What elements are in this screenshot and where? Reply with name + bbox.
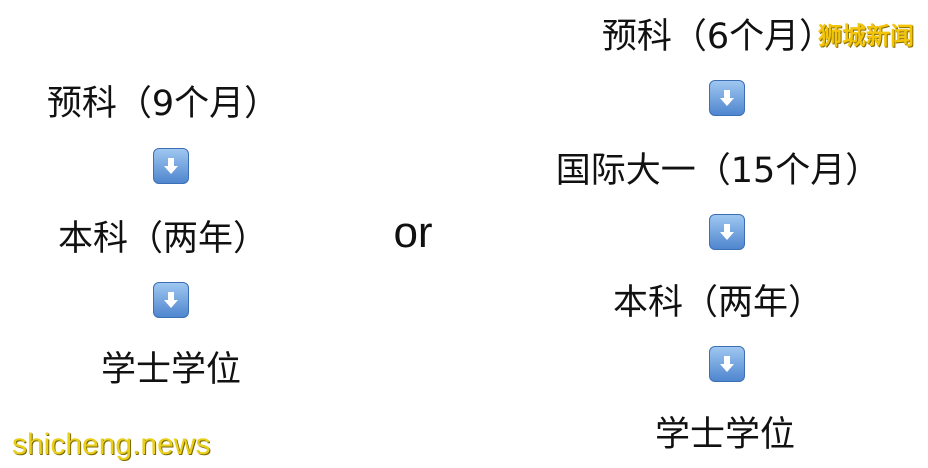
right-step-1: 预科（6个月） xyxy=(601,17,835,57)
arrow-down-icon xyxy=(153,282,189,318)
left-step-2: 本科（两年） xyxy=(57,219,269,259)
left-step-3: 学士学位 xyxy=(100,350,242,390)
watermark-bottom-left: shicheng.news xyxy=(12,428,211,461)
arrow-down-icon xyxy=(709,80,745,116)
arrow-down-icon xyxy=(153,148,189,184)
right-step-4: 学士学位 xyxy=(654,415,796,455)
arrow-down-icon xyxy=(709,346,745,382)
left-step-1: 预科（9个月） xyxy=(46,84,280,124)
watermark-top-right: 狮城新闻 xyxy=(818,22,914,50)
arrow-down-icon xyxy=(709,214,745,250)
or-separator: or xyxy=(393,208,433,257)
right-step-2: 国际大一（15个月） xyxy=(555,151,881,191)
right-step-3: 本科（两年） xyxy=(612,283,824,323)
